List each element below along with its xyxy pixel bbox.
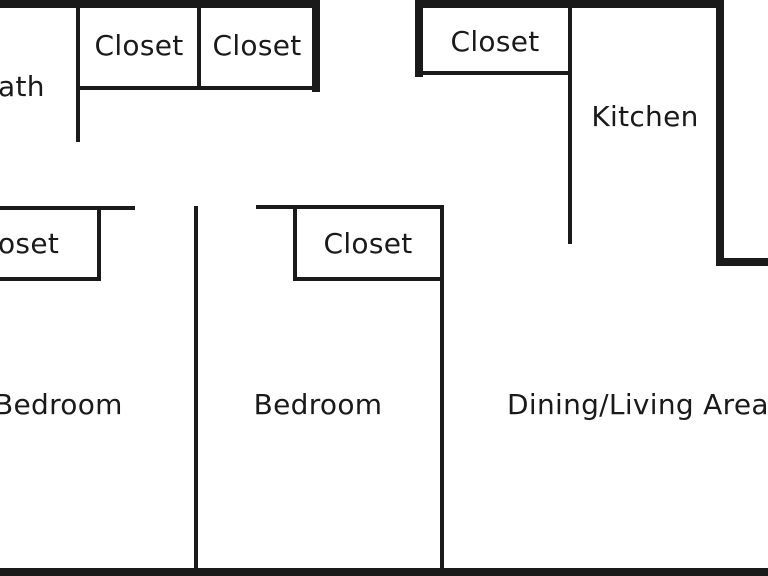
- label-bedroom-middle: Bedroom: [254, 388, 383, 421]
- label-closet-bedroom-middle: Closet: [323, 227, 412, 260]
- label-closet-bath-left: Closet: [94, 29, 183, 62]
- room-labels: ath Closet Closet Closet Kitchen oset Cl…: [0, 25, 768, 421]
- label-kitchen: Kitchen: [591, 100, 698, 133]
- label-closet-kitchen: Closet: [450, 25, 539, 58]
- label-closet-bedroom-left: oset: [0, 227, 59, 260]
- label-closet-bath-right: Closet: [212, 29, 301, 62]
- label-dining-living: Dining/Living Area: [507, 388, 768, 421]
- label-bath: ath: [0, 70, 45, 103]
- label-bedroom-left: Bedroom: [0, 388, 123, 421]
